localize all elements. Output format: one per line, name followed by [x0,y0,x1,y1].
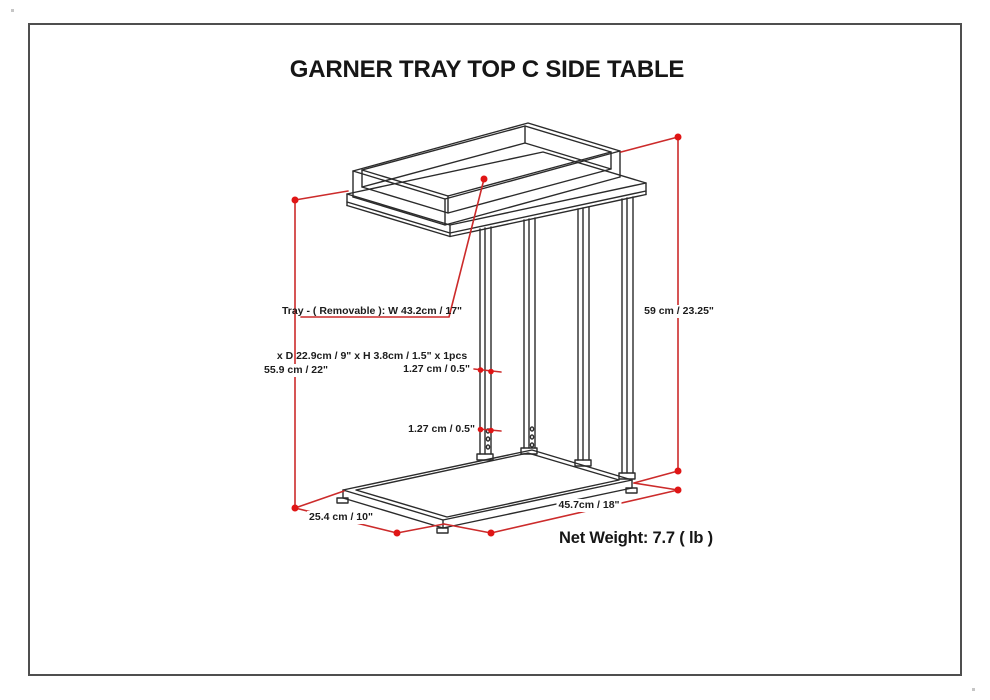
dimension-line-height-right [620,136,679,484]
label-tray-note-line1: Tray - ( Removable ): W 43.2cm / 17" [281,305,463,317]
dimension-dots [291,133,682,537]
base-drawing [336,449,638,534]
tray-note-leader [300,178,485,318]
dimension-line-height-left [294,190,349,509]
label-tray-note-line2: x D 22.9cm / 9" x H 3.8cm / 1.5" x 1pcs [276,350,468,362]
scan-artifact-top-left [11,9,14,12]
page-title: GARNER TRAY TOP C SIDE TABLE [289,56,685,83]
legs-drawing [476,196,636,480]
tray-drawing [352,122,621,226]
tabletop-drawing [346,151,647,238]
net-weight-label: Net Weight: 7.7 ( lb ) [559,529,713,547]
scan-artifact-bottom-right [972,688,975,691]
label-tube-gauge-upper: 1.27 cm / 0.5" [401,363,472,376]
screw-holes [485,426,535,450]
label-height-right: 59 cm / 23.25" [642,305,716,318]
label-tube-gauge-lower: 1.27 cm / 0.5" [406,423,477,436]
label-height-left: 55.9 cm / 22" [262,364,330,377]
label-width: 45.7cm / 18" [556,499,622,512]
page-border [28,23,962,676]
label-tray-note: Tray - ( Removable ): W 43.2cm / 17" x D… [275,274,469,379]
label-depth: 25.4 cm / 10" [307,511,375,524]
